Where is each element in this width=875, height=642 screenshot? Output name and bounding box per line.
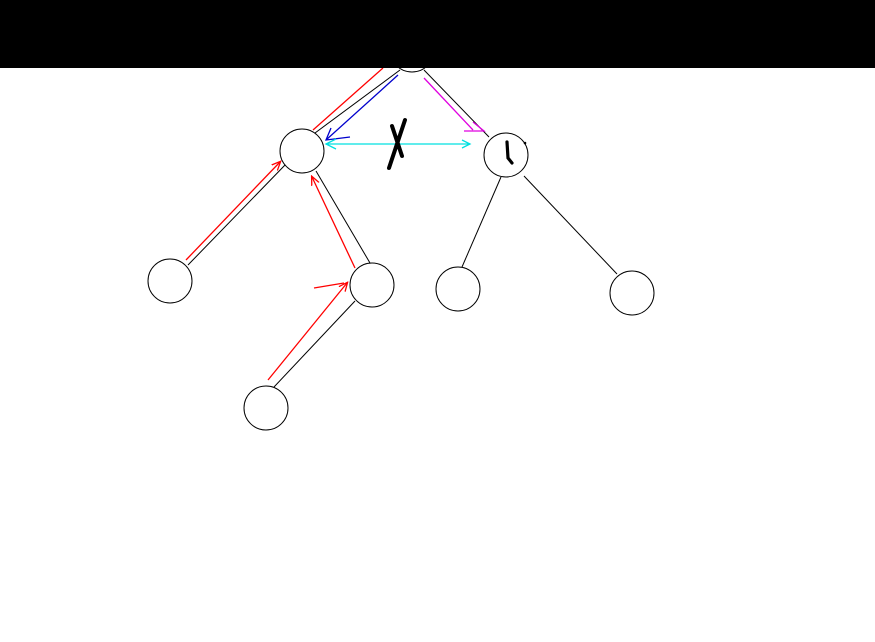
edge-leftright-child xyxy=(273,300,356,388)
magenta-arrow-shaft xyxy=(423,77,474,131)
header-bar xyxy=(0,0,875,68)
edge-left-leftright xyxy=(315,170,371,264)
cross-mark xyxy=(387,118,407,170)
cyan-link-head xyxy=(324,138,337,150)
blue-arrow-head xyxy=(324,127,351,141)
node-right-right xyxy=(609,270,655,316)
cyan-link-tail xyxy=(461,139,472,149)
red-arrow-leftright-to-left xyxy=(312,177,356,269)
tree-edges xyxy=(187,69,618,388)
magenta-arrow xyxy=(423,77,486,132)
node-right-left xyxy=(435,266,481,312)
red-arrow-child-to-leftright xyxy=(267,283,347,381)
node-left xyxy=(279,128,325,174)
node-left-left xyxy=(147,258,193,304)
red-line-left-to-root xyxy=(312,67,384,131)
edge-root-left xyxy=(314,69,401,134)
blue-arrow-shaft xyxy=(325,74,399,141)
red-path-arrows xyxy=(185,67,384,381)
red-arrow-leftleft-to-left xyxy=(185,162,280,261)
tree-nodes xyxy=(147,27,655,431)
node-left-right xyxy=(349,262,395,308)
node-right xyxy=(483,132,529,178)
edge-right-rightright xyxy=(523,175,618,275)
red-tick-1 xyxy=(313,282,345,289)
edge-left-leftleft xyxy=(187,163,287,266)
blue-arrow xyxy=(324,74,399,141)
magenta-arrow-head xyxy=(464,121,486,132)
node-right-label xyxy=(505,140,527,165)
node-left-right-child xyxy=(243,385,289,431)
edge-right-rightleft xyxy=(461,176,502,268)
